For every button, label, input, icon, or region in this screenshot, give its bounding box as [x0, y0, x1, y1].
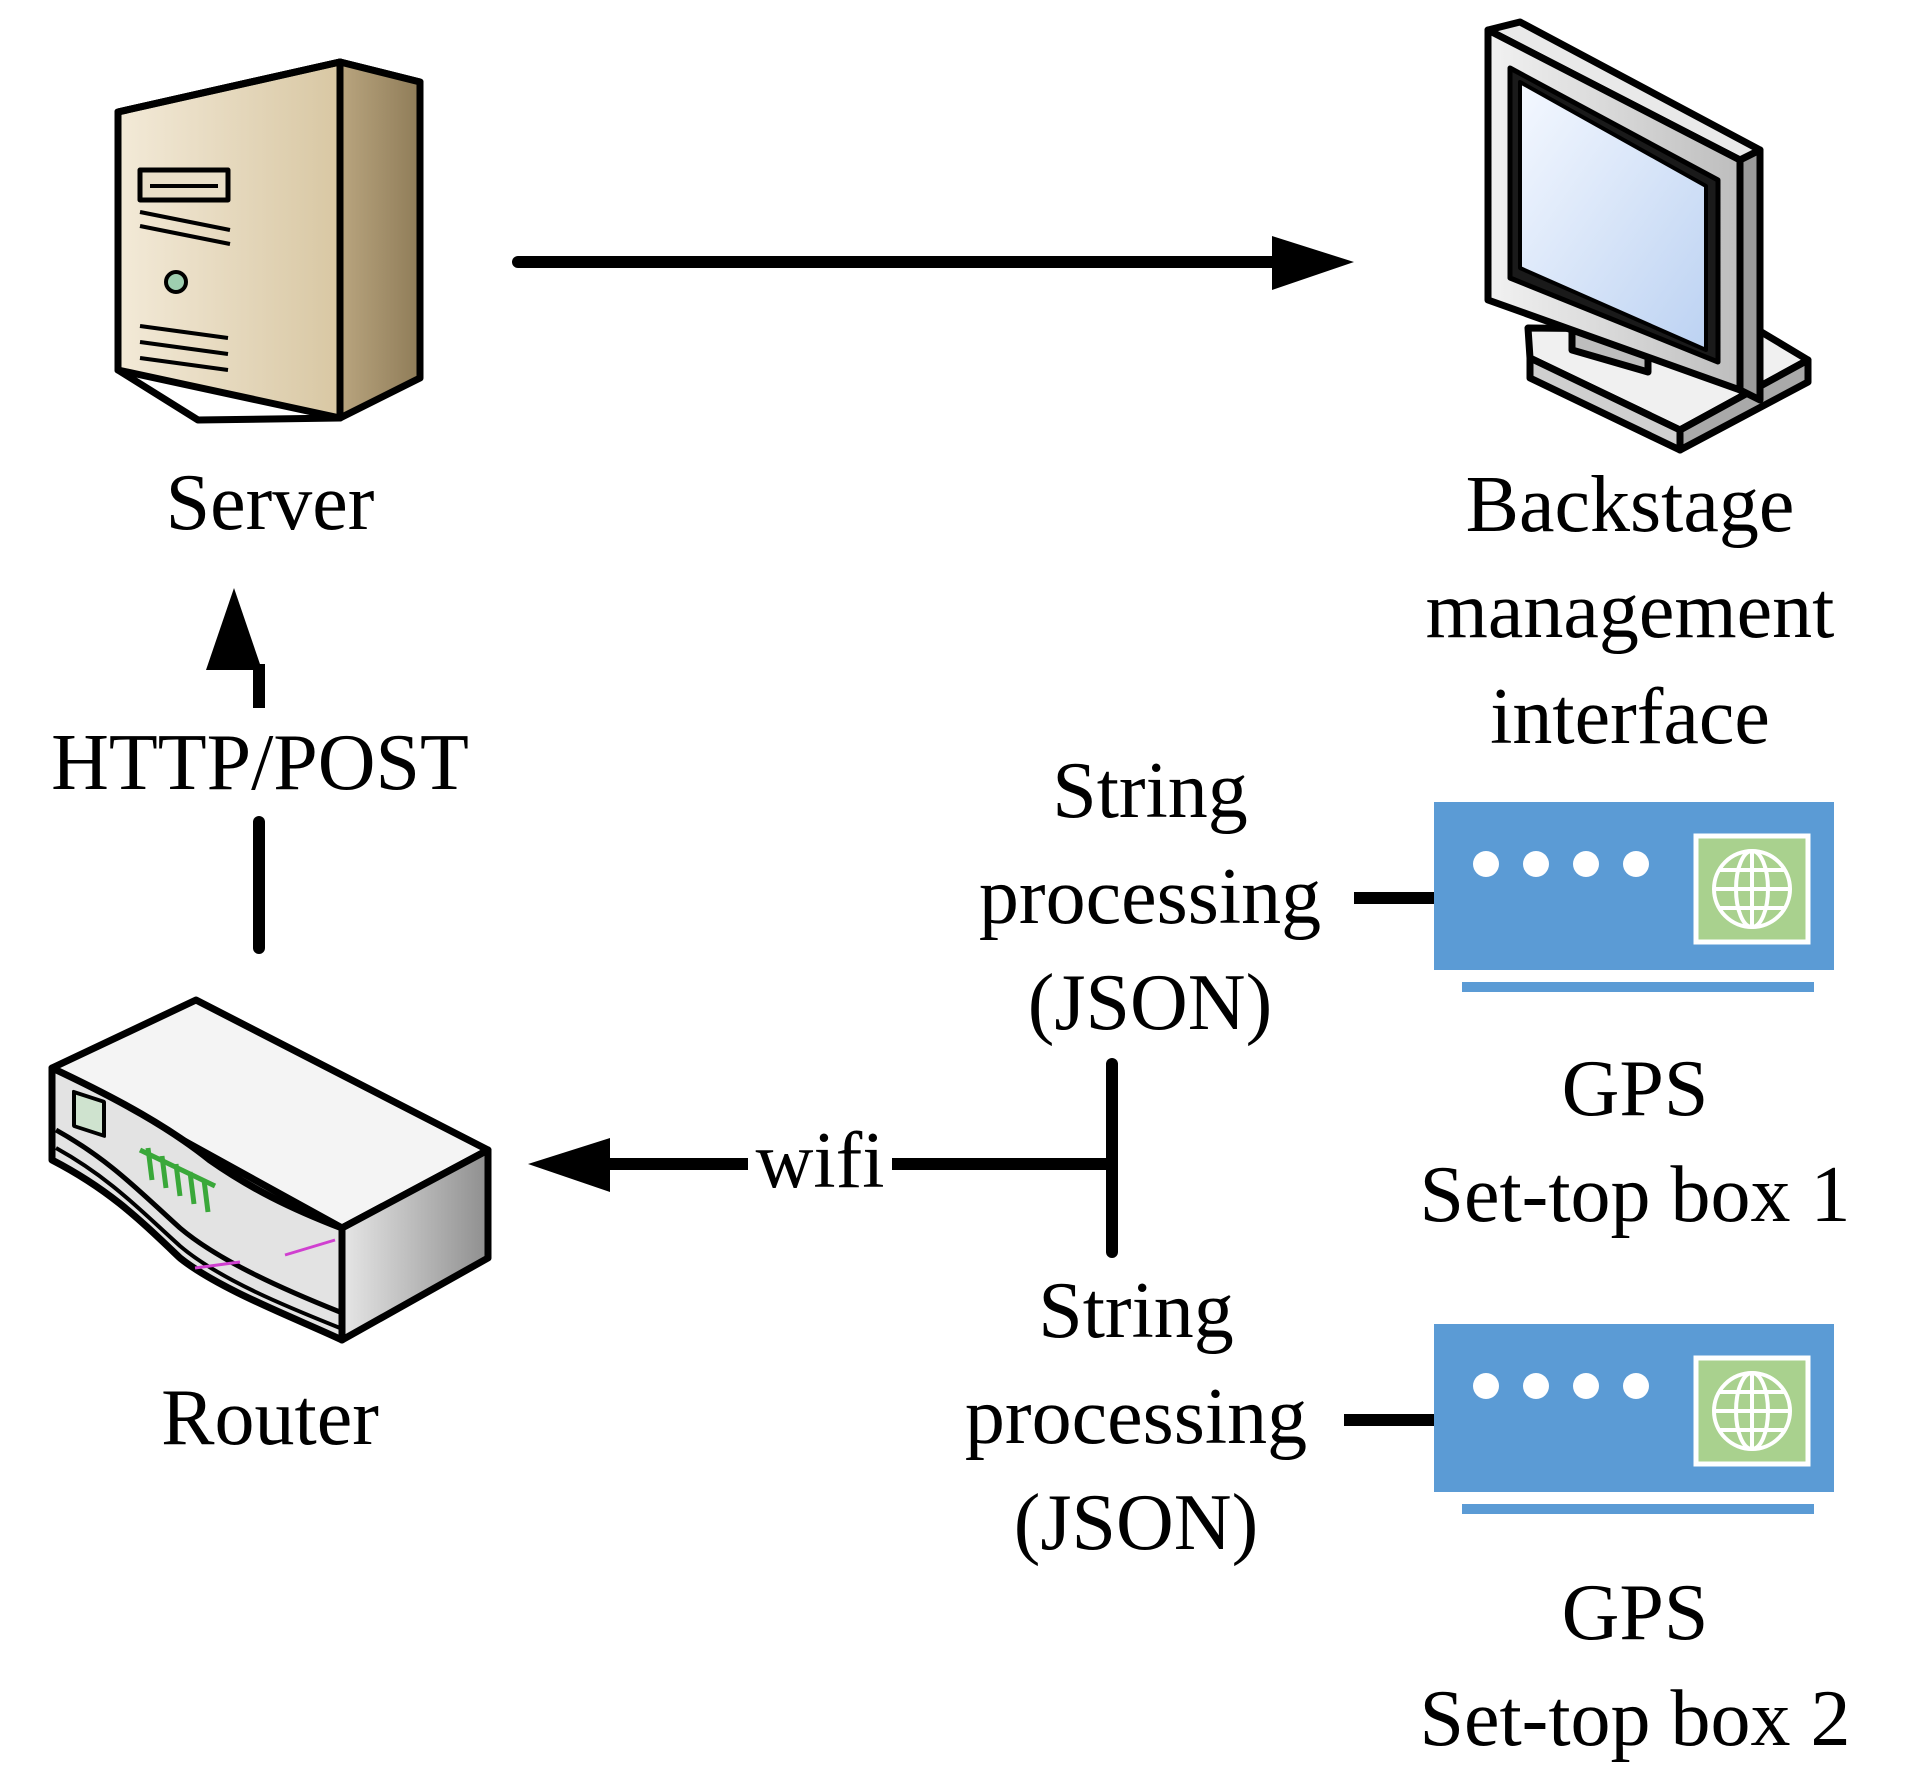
set-top-box-icon — [1434, 802, 1834, 992]
server-label: Server — [165, 459, 375, 547]
gps-box-2-label-line-1: GPS — [1561, 1569, 1709, 1657]
string-processing-1-line-1: String — [1052, 747, 1248, 835]
set-top-box-icon — [1434, 1324, 1834, 1514]
backstage-label-line-2: management — [1425, 567, 1835, 655]
server-to-monitor-arrow — [512, 236, 1354, 290]
gps-box-1-label-line-2: Set-top box 1 — [1419, 1151, 1851, 1239]
string-processing-1-line-3: (JSON) — [1027, 959, 1273, 1047]
string-processing-2-line-2: processing — [964, 1373, 1308, 1461]
gps-box-2-label-line-2: Set-top box 2 — [1419, 1675, 1851, 1763]
monitor-icon — [1484, 18, 1812, 454]
server-tower-icon — [114, 58, 424, 424]
wifi-arrow — [528, 1138, 1112, 1192]
wifi-label: wifi — [755, 1117, 885, 1205]
backstage-label-line-1: Backstage — [1465, 461, 1795, 549]
router-label: Router — [161, 1374, 379, 1462]
router-icon — [48, 996, 492, 1344]
string-processing-1-line-2: processing — [978, 853, 1322, 941]
string-processing-2-line-1: String — [1038, 1267, 1234, 1355]
gps-box-1-label-line-1: GPS — [1561, 1045, 1709, 1133]
http-post-label: HTTP/POST — [51, 719, 469, 807]
backstage-label-line-3: interface — [1490, 673, 1770, 761]
string-processing-2-line-3: (JSON) — [1013, 1479, 1259, 1567]
router-to-server-arrow — [206, 588, 265, 954]
